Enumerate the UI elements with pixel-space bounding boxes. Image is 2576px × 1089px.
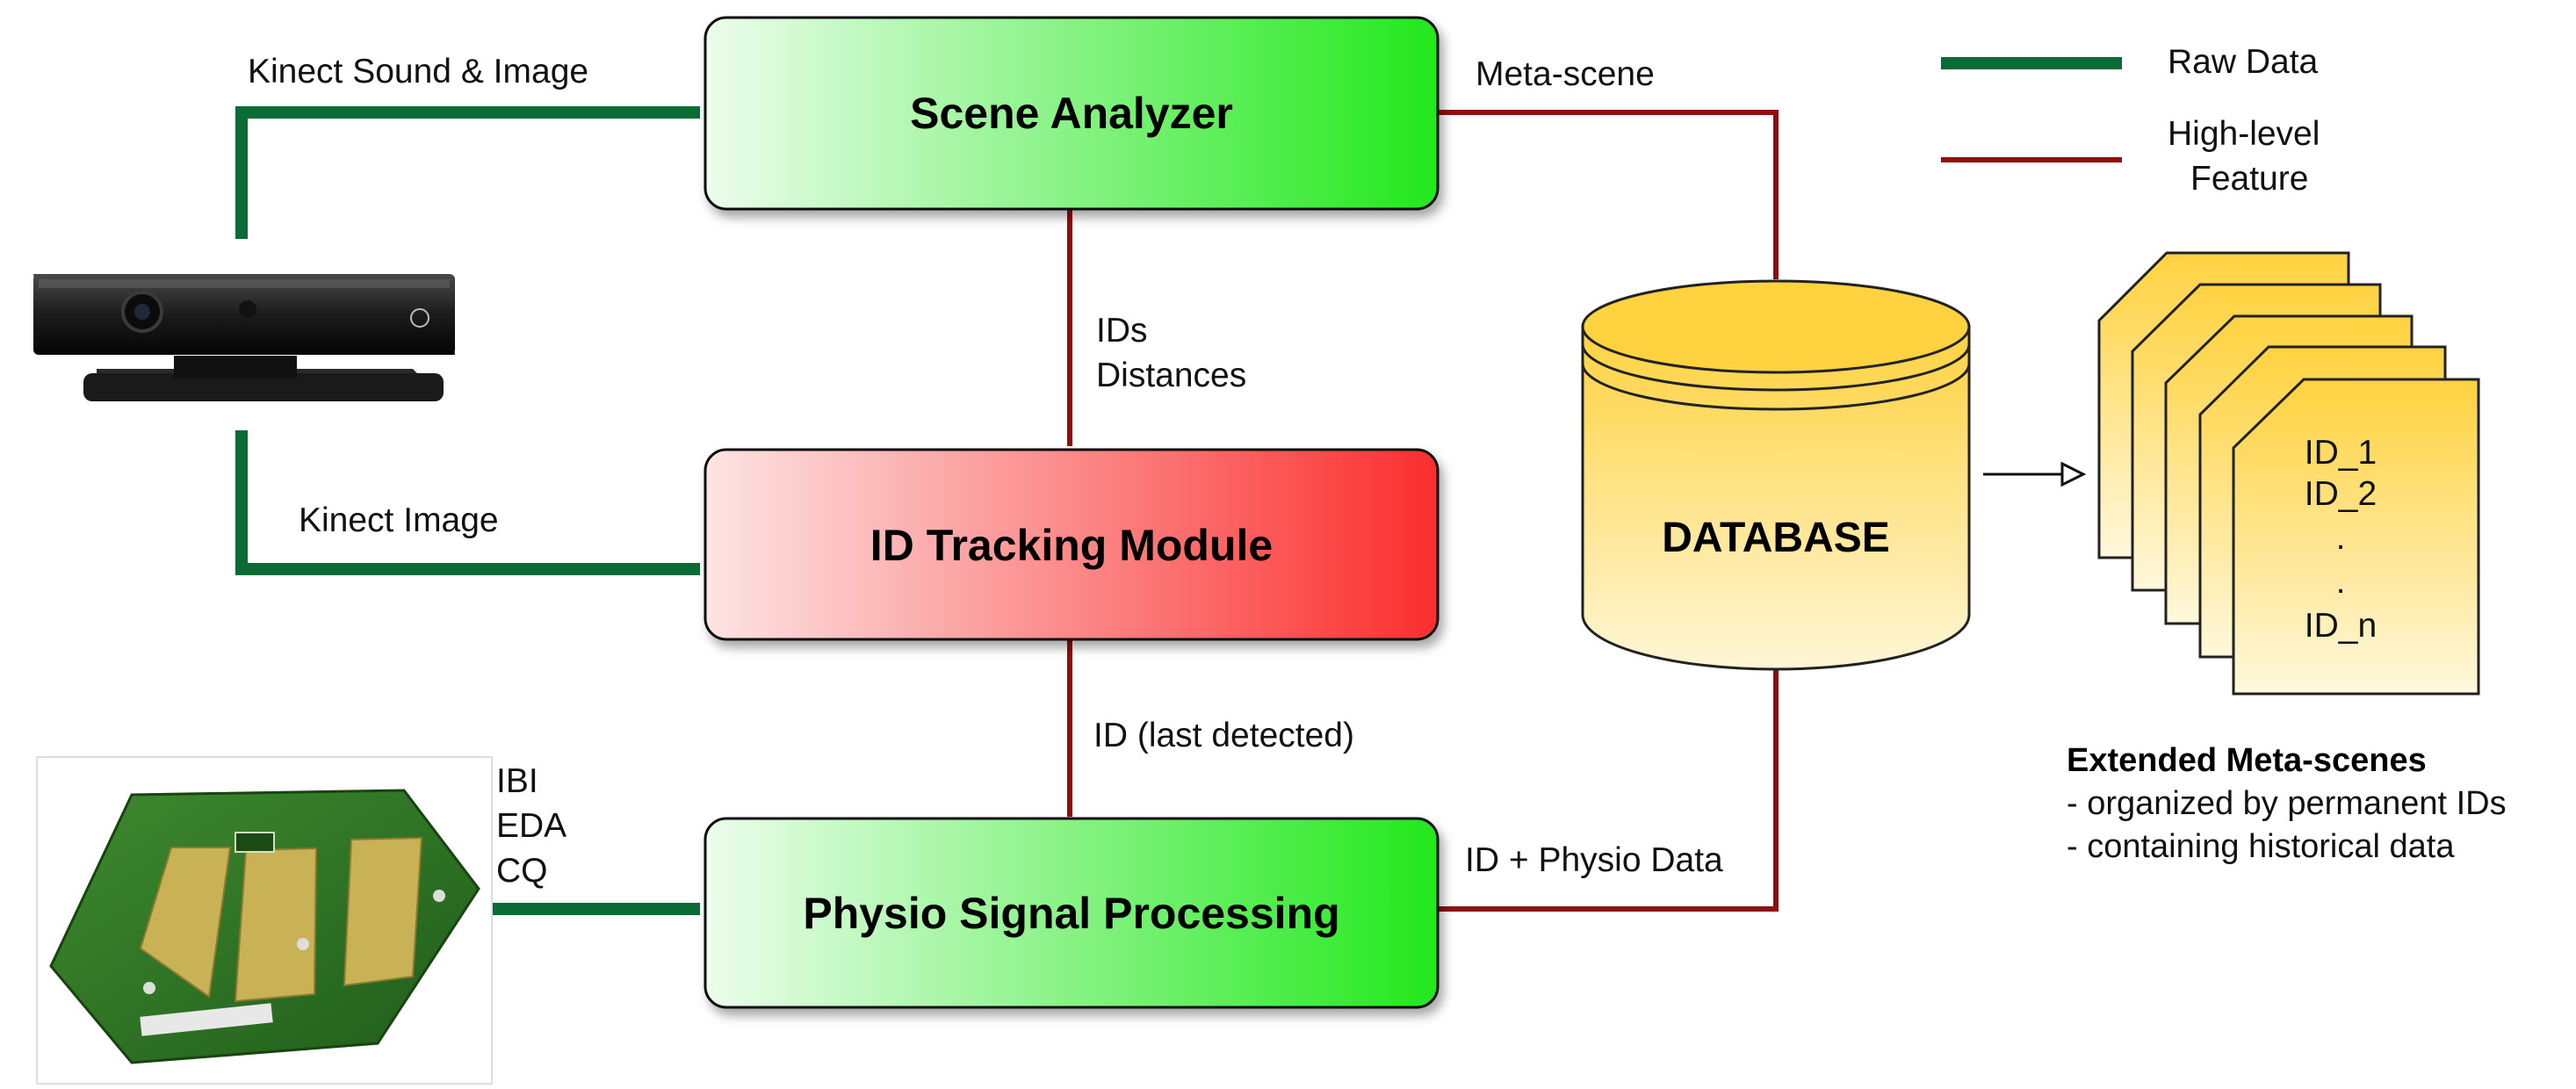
physio-box: Physio Signal Processing — [704, 817, 1440, 1009]
physio-sensor-board-icon — [36, 756, 493, 1085]
scene-analyzer-box: Scene Analyzer — [704, 16, 1440, 211]
id-tracking-title: ID Tracking Module — [870, 521, 1273, 570]
label-distances: Distances — [1096, 357, 1246, 394]
extended-line-2: - containing historical data — [2067, 828, 2455, 865]
label-meta-scene: Meta-scene — [1476, 55, 1655, 93]
legend: Raw Data High-level Feature — [1941, 43, 2320, 198]
extended-title: Extended Meta-scenes — [2067, 742, 2427, 779]
meta-line-5: ID_n — [2305, 607, 2377, 645]
id-tracking-box: ID Tracking Module — [704, 448, 1440, 641]
legend-raw-label: Raw Data — [2168, 43, 2319, 81]
label-ibi: IBI — [496, 762, 538, 800]
feature-connectors — [1067, 110, 1779, 912]
scene-analyzer-title: Scene Analyzer — [910, 89, 1233, 138]
legend-feature-label-1: High-level — [2168, 115, 2320, 153]
label-kinect-sound-image: Kinect Sound & Image — [248, 53, 588, 90]
edge-kinect-to-id-tracking — [235, 430, 701, 575]
meta-line-2: ID_2 — [2305, 475, 2377, 513]
edge-physio-to-database — [1438, 668, 1779, 912]
meta-line-1: ID_1 — [2305, 434, 2377, 472]
physio-title: Physio Signal Processing — [803, 889, 1339, 938]
edge-kinect-to-scene — [235, 106, 701, 239]
label-id-last-detected: ID (last detected) — [1093, 717, 1354, 754]
meta-scene-pages: ID_1 ID_2 . . ID_n — [2097, 251, 2480, 696]
legend-feature-label-2: Feature — [2190, 160, 2308, 198]
meta-page-5 — [2232, 378, 2480, 696]
label-cq: CQ — [496, 852, 548, 890]
edge-scene-to-database — [1438, 110, 1779, 280]
edge-database-to-pages — [1983, 461, 2087, 487]
raw-data-connectors — [235, 106, 701, 915]
label-eda: EDA — [496, 807, 566, 845]
label-id-physio-data: ID + Physio Data — [1465, 841, 1723, 879]
meta-line-3: . — [2336, 519, 2346, 557]
database-cylinder: DATABASE — [1581, 279, 1971, 671]
label-ids: IDs — [1096, 312, 1148, 350]
kinect-sensor-icon — [33, 274, 455, 401]
database-title: DATABASE — [1662, 515, 1890, 561]
meta-line-4: . — [2336, 563, 2346, 601]
extended-line-1: - organized by permanent IDs — [2067, 785, 2507, 822]
label-kinect-image: Kinect Image — [299, 501, 499, 539]
